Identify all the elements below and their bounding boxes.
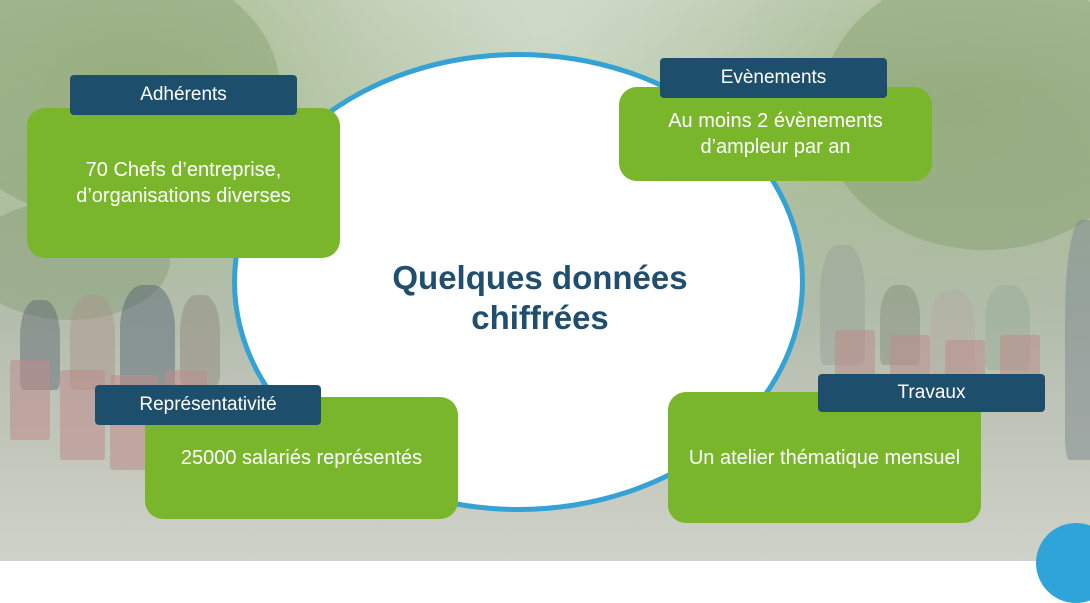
box-evenements-text: Au moins 2 évènements d’ampleur par an	[668, 110, 883, 158]
box-evenements: Au moins 2 évènements d’ampleur par an	[619, 87, 932, 181]
box-travaux-text: Un atelier thématique mensuel	[688, 446, 961, 469]
box-travaux: Un atelier thématique mensuel	[668, 392, 981, 523]
label-evenements: Evènements	[660, 58, 887, 98]
center-title: Quelques données chiffrées	[392, 259, 688, 336]
label-adherents: Adhérents	[70, 75, 297, 115]
label-travaux: Travaux	[818, 374, 1045, 412]
box-adherents: 70 Chefs d’entreprise, d’organisations d…	[27, 108, 340, 258]
box-adherents-text: 70 Chefs d’entreprise, d’organisations d…	[76, 159, 291, 207]
label-representativite: Représentativité	[95, 385, 321, 425]
box-representativite-text: 25000 salariés représentés	[180, 447, 423, 469]
